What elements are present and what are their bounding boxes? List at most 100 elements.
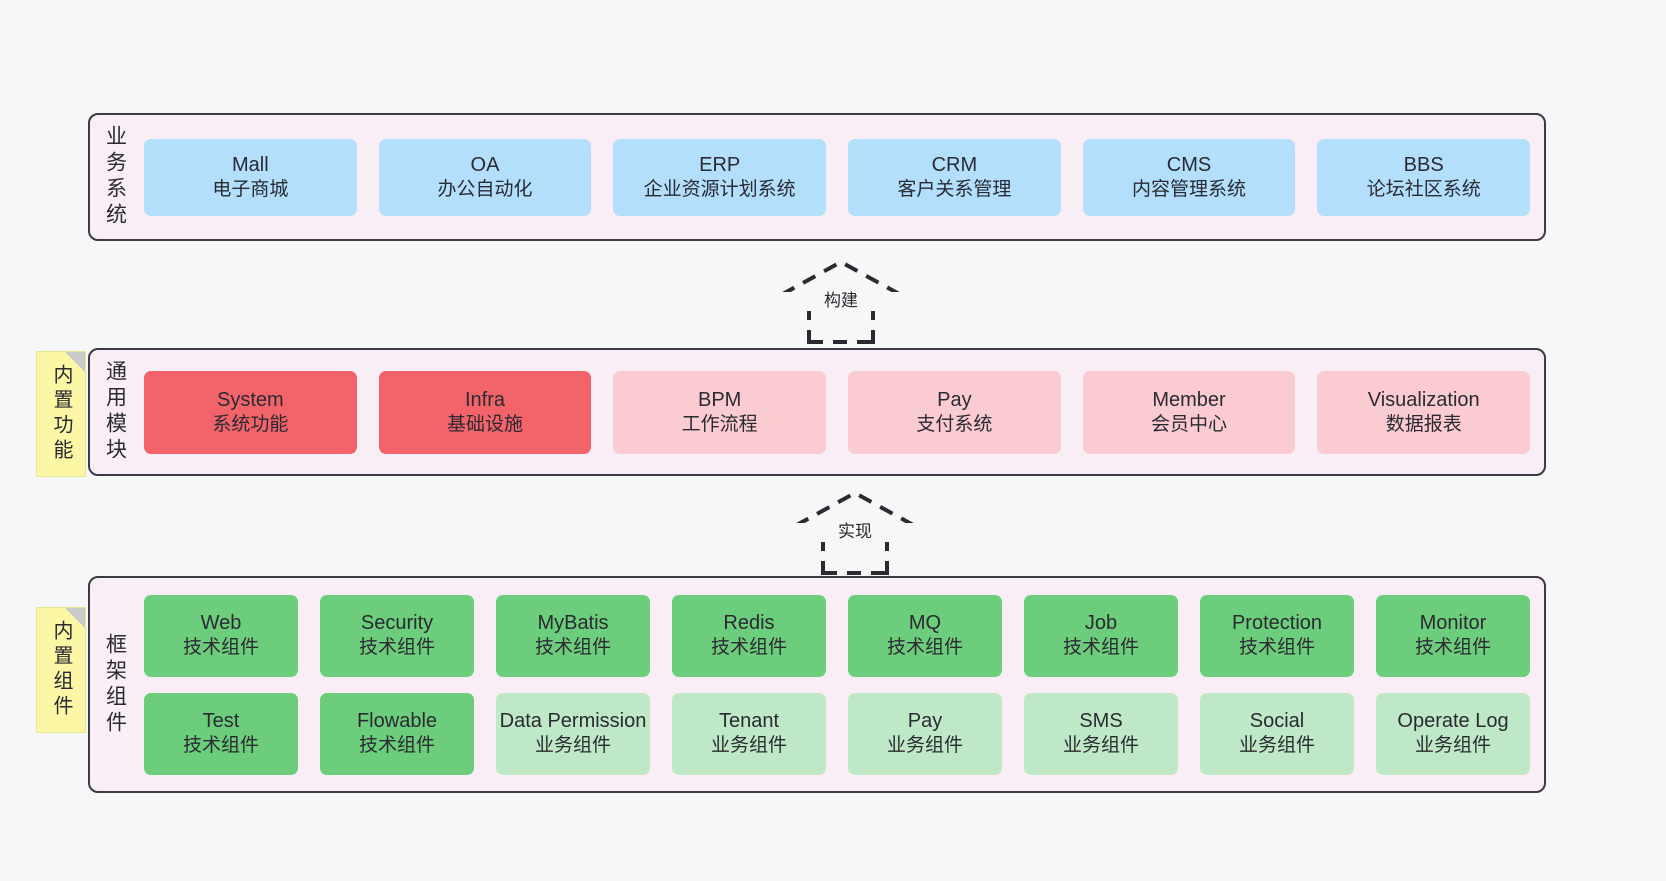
card-title: System [216, 388, 284, 411]
card-subtitle: 业务组件 [1062, 735, 1139, 757]
card-title: Operate Log [1397, 710, 1509, 733]
card-title: CRM [931, 153, 978, 176]
card-subtitle: 技术组件 [358, 735, 435, 757]
card-subtitle: 办公自动化 [437, 178, 533, 200]
card-pay[interactable]: Pay 支付系统 [848, 370, 1061, 454]
layer-business-systems: 业务系统 Mall 电子商城 OA 办公自动化 ERP 企业资源计划系统 CRM… [88, 113, 1546, 241]
card-social[interactable]: Social 业务组件 [1200, 692, 1354, 775]
card-subtitle: 技术组件 [358, 637, 435, 659]
card-subtitle: 工作流程 [681, 413, 758, 435]
card-subtitle: 客户关系管理 [897, 178, 1012, 200]
layer-title-business: 业务系统 [103, 125, 127, 229]
connector-label: 实现 [771, 522, 939, 542]
layer-body-common: System 系统功能 Infra 基础设施 BPM 工作流程 Pay 支付系统… [140, 350, 1544, 474]
card-data-permission[interactable]: Data Permission 业务组件 [496, 692, 650, 775]
card-bbs[interactable]: BBS 论坛社区系统 [1317, 138, 1531, 216]
card-title: OA [470, 153, 500, 176]
card-subtitle: 会员中心 [1151, 413, 1228, 435]
card-subtitle: 业务组件 [1414, 735, 1491, 757]
card-job[interactable]: Job 技术组件 [1024, 594, 1178, 677]
note-label: 内置组件 [50, 620, 72, 720]
card-row: Mall 电子商城 OA 办公自动化 ERP 企业资源计划系统 CRM 客户关系… [144, 138, 1531, 216]
card-title: Infra [464, 388, 506, 411]
card-title: BPM [698, 388, 742, 411]
card-security[interactable]: Security 技术组件 [320, 594, 474, 677]
card-subtitle: 技术组件 [182, 735, 259, 757]
card-subtitle: 技术组件 [182, 637, 259, 659]
card-title: ERP [699, 153, 741, 176]
card-subtitle: 技术组件 [886, 637, 963, 659]
card-subtitle: 数据报表 [1385, 413, 1462, 435]
card-title: Test [202, 710, 240, 733]
card-title: BBS [1403, 153, 1444, 176]
card-title: Social [1249, 710, 1305, 733]
card-title: Redis [723, 612, 775, 635]
card-flowable[interactable]: Flowable 技术组件 [320, 692, 474, 775]
card-subtitle: 支付系统 [916, 413, 993, 435]
card-subtitle: 企业资源计划系统 [643, 178, 796, 200]
card-title: Protection [1231, 612, 1323, 635]
card-system[interactable]: System 系统功能 [144, 370, 357, 454]
card-subtitle: 业务组件 [886, 735, 963, 757]
card-title: Web [200, 612, 242, 635]
card-row: Test 技术组件 Flowable 技术组件 Data Permission … [144, 692, 1530, 775]
card-title: Mall [232, 153, 269, 176]
card-subtitle: 基础设施 [447, 413, 524, 435]
connector-realize: 实现 [771, 489, 939, 575]
card-subtitle: 论坛社区系统 [1366, 178, 1481, 200]
card-title: SMS [1079, 710, 1123, 733]
card-subtitle: 技术组件 [1238, 637, 1315, 659]
card-title: Monitor [1419, 612, 1487, 635]
card-mall[interactable]: Mall 电子商城 [144, 138, 357, 216]
card-bpm[interactable]: BPM 工作流程 [613, 370, 827, 454]
card-subtitle: 业务组件 [1238, 735, 1315, 757]
card-tenant[interactable]: Tenant 业务组件 [672, 692, 826, 775]
card-subtitle: 业务组件 [710, 735, 787, 757]
card-visualization[interactable]: Visualization 数据报表 [1317, 370, 1531, 454]
card-subtitle: 内容管理系统 [1132, 178, 1247, 200]
card-row: Web 技术组件 Security 技术组件 MyBatis 技术组件 Redi… [144, 594, 1530, 677]
card-operate-log[interactable]: Operate Log 业务组件 [1376, 692, 1530, 775]
layer-common-modules: 通用模块 System 系统功能 Infra 基础设施 BPM 工作流程 Pay… [88, 348, 1546, 476]
card-web[interactable]: Web 技术组件 [144, 594, 298, 677]
card-infra[interactable]: Infra 基础设施 [378, 370, 592, 454]
card-subtitle: 技术组件 [534, 637, 611, 659]
card-mq[interactable]: MQ 技术组件 [848, 594, 1002, 677]
note-builtin-function: 内置功能 [36, 351, 86, 477]
card-title: Data Permission [499, 710, 647, 733]
card-member[interactable]: Member 会员中心 [1082, 370, 1296, 454]
connector-build: 构建 [757, 258, 925, 344]
card-subtitle: 系统功能 [212, 413, 289, 435]
card-title: CMS [1166, 153, 1212, 176]
card-title: Flowable [356, 710, 438, 733]
card-title: MyBatis [537, 612, 609, 635]
card-row: System 系统功能 Infra 基础设施 BPM 工作流程 Pay 支付系统… [144, 370, 1531, 454]
card-erp[interactable]: ERP 企业资源计划系统 [613, 138, 827, 216]
card-title: MQ [908, 612, 942, 635]
card-title: Member [1152, 388, 1226, 411]
card-subtitle: 电子商城 [212, 178, 289, 200]
layer-body-business: Mall 电子商城 OA 办公自动化 ERP 企业资源计划系统 CRM 客户关系… [140, 115, 1544, 239]
card-subtitle: 业务组件 [534, 735, 611, 757]
card-title: Visualization [1367, 388, 1480, 411]
card-monitor[interactable]: Monitor 技术组件 [1376, 594, 1530, 677]
card-subtitle: 技术组件 [710, 637, 787, 659]
layer-body-framework: Web 技术组件 Security 技术组件 MyBatis 技术组件 Redi… [140, 578, 1544, 791]
card-pay-business[interactable]: Pay 业务组件 [848, 692, 1002, 775]
layer-framework-components: 框架组件 Web 技术组件 Security 技术组件 MyBatis 技术组件… [88, 576, 1546, 793]
card-cms[interactable]: CMS 内容管理系统 [1082, 138, 1296, 216]
card-title: Tenant [718, 710, 780, 733]
layer-title-common: 通用模块 [103, 360, 127, 464]
card-redis[interactable]: Redis 技术组件 [672, 594, 826, 677]
card-sms[interactable]: SMS 业务组件 [1024, 692, 1178, 775]
card-oa[interactable]: OA 办公自动化 [378, 138, 592, 216]
connector-label: 构建 [757, 291, 925, 311]
card-title: Pay [937, 388, 972, 411]
card-crm[interactable]: CRM 客户关系管理 [848, 138, 1061, 216]
card-title: Pay [907, 710, 943, 733]
card-protection[interactable]: Protection 技术组件 [1200, 594, 1354, 677]
card-test[interactable]: Test 技术组件 [144, 692, 298, 775]
card-title: Job [1084, 612, 1118, 635]
card-mybatis[interactable]: MyBatis 技术组件 [496, 594, 650, 677]
card-subtitle: 技术组件 [1062, 637, 1139, 659]
